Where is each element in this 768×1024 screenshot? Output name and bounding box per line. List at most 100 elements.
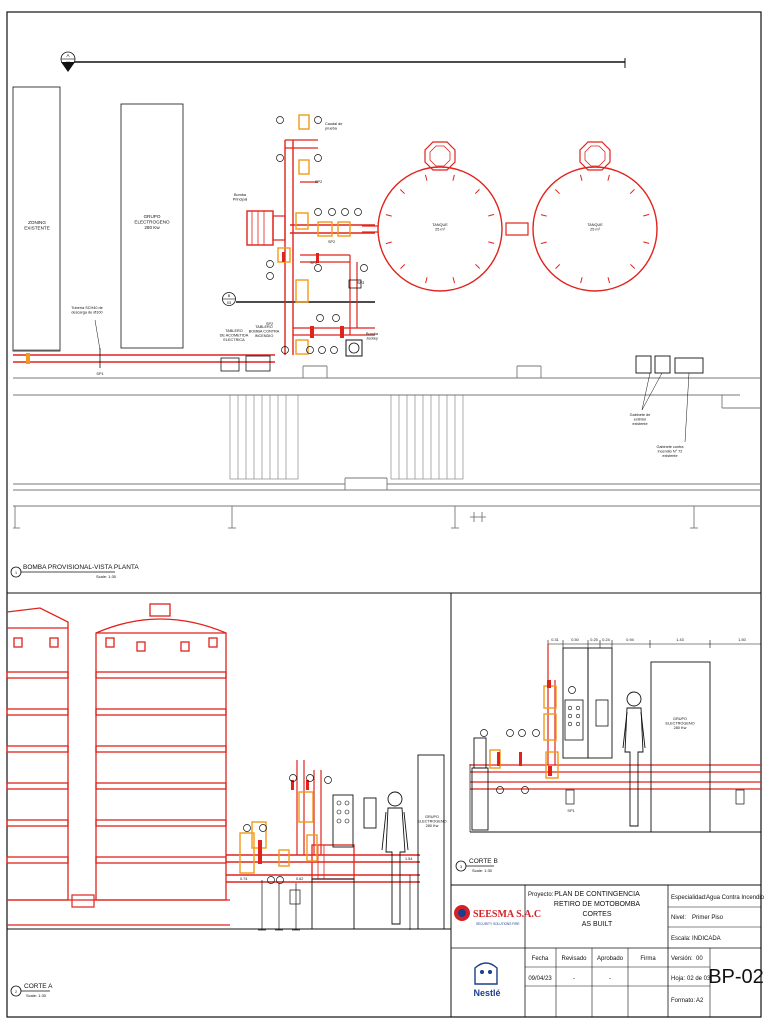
svg-text:Scale: 1:30: Scale: 1:30 [96, 574, 117, 579]
svg-text:3: 3 [460, 865, 462, 869]
discharge-pipe: SP1 [13, 348, 275, 376]
svg-text:Scale: 1:30: Scale: 1:30 [26, 993, 47, 998]
especialidad-value: Agua Contra Incendio [706, 895, 765, 901]
sp2-label-3: SP2 [310, 261, 317, 265]
version-label: Versión: [671, 956, 693, 962]
escala-label: Escala: [671, 936, 691, 942]
svg-text:SP1: SP1 [96, 372, 103, 376]
corte-a-tank-main [95, 603, 227, 901]
svg-text:BOMBA PROVISIONAL-VISTA PLANTA: BOMBA PROVISIONAL-VISTA PLANTA [23, 564, 139, 571]
especialidad-label: Especialidad: [671, 895, 707, 901]
formato-label: Formato: [671, 998, 695, 1004]
corte-b-view: 0.31 0.50 0.25 0.24 0.94 1.43 1.50 [455, 638, 761, 873]
proyecto-line-4: AS BUILT [582, 921, 613, 928]
svg-text:03: 03 [66, 61, 70, 65]
generator-block [120, 103, 184, 349]
corte-a-dim-1: 0.74 [240, 877, 247, 881]
tank-connector [505, 222, 529, 236]
proyecto-line-2: RETIRO DE MOTOBOMBA [554, 901, 641, 908]
svg-text:CORTE B: CORTE B [469, 858, 498, 865]
stairs-right [390, 394, 464, 480]
corte-b-dim-7: 1.50 [738, 638, 745, 642]
proyecto-line-3: CORTES [582, 911, 611, 918]
hoja-label: Hoja: [671, 976, 685, 982]
svg-text:SECURITY SOLUTIONS FIRE: SECURITY SOLUTIONS FIRE [476, 922, 520, 926]
header-firma: Firma [640, 956, 656, 962]
svg-text:2: 2 [15, 990, 17, 994]
company-logo: SEESMA S.A.C SECURITY SOLUTIONS FIRE [454, 905, 541, 926]
hoja-value: 02 de 03 [687, 976, 711, 982]
version-value: 00 [696, 956, 703, 962]
escala-value: INDICADA [692, 936, 721, 942]
header-fecha: Fecha [532, 956, 549, 962]
sp2-label-1: SP2 [315, 180, 322, 184]
corte-b-dim-3: 0.25 [590, 638, 597, 642]
corte-b-dim-2: 0.50 [571, 638, 578, 642]
corte-b-dim-5: 0.94 [626, 638, 633, 642]
sheet-code: BP-02 [708, 966, 764, 988]
value-fecha: 09/04/23 [528, 976, 552, 982]
person-figure-b [622, 691, 646, 827]
svg-text:Scale: 1:30: Scale: 1:30 [472, 868, 493, 873]
gabinete-extintor-1 [635, 355, 652, 374]
svg-text:1: 1 [15, 571, 17, 575]
sp2-label-4: SP2 [266, 322, 273, 326]
view-title-corte-b: 3 CORTE B Scale: 1:30 [455, 858, 498, 873]
corte-b-sp1: SP1 [567, 809, 574, 813]
sp3-label: SP3 [357, 281, 364, 285]
corte-a-dim-2: 0.62 [296, 877, 303, 881]
corte-b-dim-6: 1.43 [676, 638, 683, 642]
client-logo: Nestlé [473, 962, 501, 998]
panel-bomba [245, 355, 271, 372]
svg-text:A: A [66, 53, 70, 58]
svg-text:03: 03 [227, 301, 231, 305]
corte-b-dim-1: 0.31 [551, 638, 558, 642]
header-revisado: Revisado [561, 956, 587, 962]
sp2-label-2: SP2 [328, 240, 335, 244]
person-figure-a [381, 791, 409, 925]
proyecto-label: Proyecto: [528, 892, 554, 898]
sheet-border [6, 11, 762, 1018]
svg-text:CORTE A: CORTE A [24, 983, 53, 990]
value-revisado: - [573, 976, 575, 982]
corte-b-dim-4: 0.24 [602, 638, 609, 642]
svg-text:Nestlé: Nestlé [473, 988, 500, 998]
value-aprobado: - [609, 976, 611, 982]
corte-a-tank-left [6, 607, 69, 901]
zoning-block [12, 86, 61, 352]
section-marker-a[interactable]: A 03 [60, 51, 76, 72]
nivel-value: Primer Piso [692, 915, 724, 921]
formato-value: A2 [696, 998, 704, 1004]
svg-text:SEESMA S.A.C: SEESMA S.A.C [473, 909, 541, 920]
stairs-left [229, 394, 299, 480]
proyecto-line-1: PLAN DE CONTINGENCIA [554, 891, 640, 898]
svg-text:B: B [228, 294, 231, 298]
section-marker-b[interactable]: B 03 [222, 292, 236, 306]
nivel-label: Nivel: [671, 915, 686, 921]
gabinete-extintor-2 [654, 355, 671, 374]
panel-acometida [220, 357, 240, 372]
corte-a-dim-3: 1.54 [405, 857, 412, 861]
view-title-plan: 1 BOMBA PROVISIONAL-VISTA PLANTA Scale: … [10, 564, 139, 579]
title-block: SEESMA S.A.C SECURITY SOLUTIONS FIRE Nes… [450, 884, 765, 1018]
gabinete-contra-incendio [674, 357, 704, 374]
header-aprobado: Aprobado [597, 956, 624, 962]
